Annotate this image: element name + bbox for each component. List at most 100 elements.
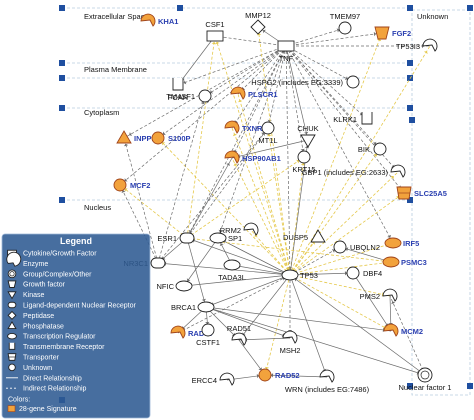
node-nfic[interactable]: NFIC [157,280,193,292]
node-csf1[interactable]: CSF1 [205,20,225,42]
node-mt1l[interactable]: MT1L [258,121,278,145]
legend-item-transporter: Transporter [7,353,60,362]
node-chuk[interactable]: CHUK [297,124,319,148]
node-label-msh2: MSH2 [280,346,301,355]
node-rad50[interactable]: RAD50 [170,325,213,339]
edge-tnf-esr1 [186,45,287,239]
node-fcar[interactable]: FCAR [168,78,189,102]
node-dusp5[interactable]: DUSP5 [283,229,326,243]
node-klrk1[interactable]: KLRK1 [333,112,373,125]
node-label-sp1: SP1 [228,234,242,243]
node-nf1[interactable]: Nuclear factor 1 [399,367,452,392]
edge-tp53-esr1 [186,237,291,276]
node-cstf1[interactable]: CSTF1 [196,323,220,347]
node-esr1[interactable]: ESR1 [157,232,195,244]
node-inppl1[interactable]: INPPL1 [116,130,160,144]
node-label-dusp5: DUSP5 [283,233,308,242]
edge-arrowhead-31 [233,163,238,167]
legend-swatch-phosphatase [7,321,17,329]
node-mcf2[interactable]: MCF2 [113,178,150,192]
node-ercc4[interactable]: ERCC4 [192,372,235,386]
node-psmc3[interactable]: PSMC3 [382,256,427,268]
node-rad52[interactable]: RAD52 [258,368,300,382]
legend-panel [1,233,151,419]
edge-arrowhead-62 [211,41,217,45]
node-ubqln2[interactable]: UBQLN2 [333,240,380,254]
node-brca1[interactable]: BRCA1 [171,301,215,313]
edge-tp53-nr3c1 [157,262,291,276]
node-fgf2[interactable]: FGF2 [374,26,411,40]
node-mmp12[interactable]: MMP12 [245,11,271,35]
edge-tnf-sp1 [217,45,287,239]
node-tp53[interactable]: TP53 [281,269,318,281]
node-tmem97[interactable]: TMEM97 [330,12,360,35]
node-bik[interactable]: BIK [358,142,387,156]
compartment-marker-9 [407,105,413,111]
node-hsp90ab1[interactable]: HSP90AB1 [224,150,281,164]
node-irf5[interactable]: IRF5 [384,237,419,249]
edge-tnf-hsp90ab1 [231,45,287,159]
legend-swatch-transmembrane-receptor [8,342,16,350]
node-tada3l[interactable]: TADA3L [218,259,246,282]
edge-arrowhead-51 [331,248,335,253]
legend-label-cytokine-growth-factor: Cytokine/Growth Factor [23,251,97,258]
edge-arrowhead-59 [296,159,300,164]
node-kha1[interactable]: KHA1 [140,13,178,27]
edge-arrowhead-28 [423,51,428,54]
node-dbf4[interactable]: DBF4 [346,266,382,280]
node-s100p[interactable]: S100P [151,131,191,145]
edge-arrowhead-26 [215,41,220,45]
edge-csf1-fcar [177,35,216,86]
node-sp1[interactable]: SP1 [209,232,242,244]
edge-arrowhead-11 [162,131,166,136]
edge-tnf-slc25a5 [285,45,405,194]
node-msh2[interactable]: MSH2 [280,330,301,355]
edge-arrowhead-82 [391,301,396,305]
edge-tnf-mt1l [267,45,287,129]
node-tp53i3[interactable]: TP53I3 [396,38,438,52]
node-rrm2[interactable]: RRM2 [220,222,259,236]
compartment-marker-0 [59,5,65,11]
node-tm4sf1[interactable]: TM4SF1 [166,89,212,103]
legend-item-transmembrane-receptor: Transmembrane Receptor [8,342,105,351]
compartment-marker-15 [409,117,415,123]
legend-item-kinase: Kinase [7,291,45,300]
node-txnrd1[interactable]: TXNRD1 [224,120,272,134]
edge-tp53-hsp90ab1 [231,157,291,276]
edge-dbf4-mcm2 [352,272,392,332]
node-gbp1[interactable]: GBP1 (includes EG:2633) [302,164,406,178]
edge-arrowhead-70 [261,132,265,136]
node-krt15[interactable]: KRT15 [292,150,316,174]
node-pms2[interactable]: PMS2 [360,288,398,302]
node-label-mcm2: MCM2 [401,327,423,336]
edge-tnf-krt15 [285,45,305,158]
legend-item-transcription-regulator: Transcription Regulator [7,333,96,341]
node-label-mcf2: MCF2 [130,181,150,190]
node-hspg2[interactable]: HSPG2 (includes EG:3339) [251,75,360,89]
edge-tnf-tmem97 [285,27,346,47]
node-label-cstf1: CSTF1 [196,338,220,347]
node-mcm2[interactable]: MCM2 [383,323,423,337]
legend-label-kinase: Kinase [23,292,45,299]
edge-tp53-fgf2 [289,32,383,276]
node-wrn[interactable]: WRN (includes EG:7486) [285,369,370,394]
edge-arrowhead-80 [270,373,274,378]
legend-label-group-complex-other: Group/Complex/Other [23,271,92,278]
edge-nf1-pms2 [389,295,426,376]
node-plscr1[interactable]: PLSCR1 [230,86,278,100]
edge-arrowhead-5 [210,89,213,94]
node-label-mt1l: MT1L [258,136,277,145]
edge-tp53-mt1l [267,127,291,276]
node-tnf[interactable]: TNF [277,40,295,63]
compartment-marker-13 [467,383,473,389]
edge-tnf-s100p [157,45,287,139]
legend-item-unknown: Unknown [8,363,52,372]
edge-arrowhead-0 [262,29,266,34]
legend-title: Legend [60,236,92,246]
compartment-unknown-box [411,9,471,396]
compartment-label-plasma-membrane: Plasma Membrane [84,65,147,74]
node-slc25a5[interactable]: SLC25A5 [396,186,447,200]
node-rad51[interactable]: RAD51 [227,324,251,346]
